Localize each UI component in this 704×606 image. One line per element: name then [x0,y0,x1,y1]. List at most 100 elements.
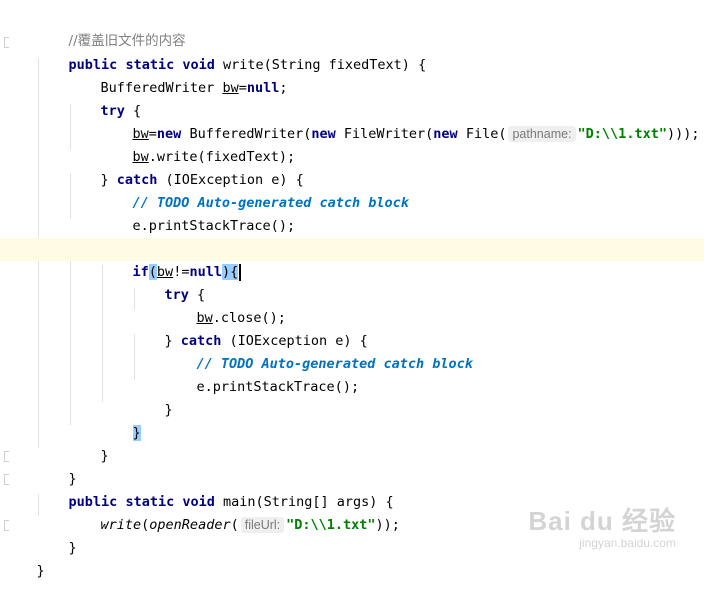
method-signature: write(String fixedText) { [214,57,427,73]
operator: != [173,264,190,280]
keyword: catch [180,333,222,349]
todo-comment: // TODO Auto-generated catch block [196,356,473,372]
current-line[interactable]: if(bw!=null){ [0,238,704,281]
fold-marker-main-end[interactable] [4,520,9,531]
code-line: try { [132,261,704,303]
indent-guide [70,173,71,219]
code-line: } [36,445,704,487]
code-line: e.printStackTrace(); [100,192,704,234]
matched-paren: ) [221,264,231,280]
code-line: } [100,399,704,441]
punctuation: } [36,563,45,579]
keyword: void [182,57,215,73]
method-call: openReader [149,517,231,533]
indent-guide [134,288,135,310]
method-call: write [100,517,142,533]
code-line: } [36,514,704,556]
operator: = [238,80,247,96]
punctuation: } [68,540,77,556]
code-line: // TODO Auto-generated catch block [164,330,704,372]
keyword: null [189,264,222,280]
punctuation: { [188,287,206,303]
code-line: bw.write(fixedText); [100,123,704,165]
code-line: } catch (IOException e) { [132,307,704,349]
code-line: //覆盖旧文件的内容 [36,7,704,49]
string-literal: "D:\\1.txt" [577,126,667,142]
string-literal: "D:\\1.txt" [286,517,376,533]
method-call: .write(fixedText); [148,149,296,165]
punctuation: ( [230,517,239,533]
constructor: BufferedWriter( [181,126,312,142]
variable-bw: bw [156,264,174,280]
comment: //覆盖旧文件的内容 [68,33,186,49]
keyword: try [100,103,125,119]
variable-bw: bw [132,149,149,165]
code-line: public static void main(String[] args) { [36,468,704,510]
code-line: } [132,376,704,418]
variable-bw: bw [132,126,149,142]
code-line: BufferedWriter bw=null; [68,54,704,96]
code-line: public static void write(String fixedTex… [36,31,704,73]
todo-comment: // TODO Auto-generated catch block [132,195,409,211]
punctuation: ))); [666,126,700,142]
punctuation: )); [375,517,400,533]
method-call: e.printStackTrace(); [132,218,296,234]
code-line: // TODO Auto-generated catch block [100,169,704,211]
catch-args: (IOException e) { [221,333,368,349]
keyword: new [311,126,336,142]
constructor: File( [457,126,507,142]
indent-guide [38,494,39,516]
punctuation: } [68,471,77,487]
keyword: try [164,287,189,303]
code-line: }finally{ [68,215,704,257]
text-caret [239,263,242,281]
watermark-logo: Bai du 经验 [528,506,676,536]
method-call: e.printStackTrace(); [196,379,360,395]
fold-marker-write[interactable] [4,37,9,48]
punctuation: ; [279,80,288,96]
indent-guide [102,265,103,402]
punctuation: } [164,402,173,418]
keyword: new [433,126,458,142]
indent-guide [70,104,71,150]
punctuation: } [164,333,181,349]
keyword: public [68,494,118,510]
punctuation: } [100,448,109,464]
parameter-hint: pathname: [508,126,576,142]
code-line: try { [68,77,704,119]
code-line: } [68,422,704,464]
indent-guide [134,334,135,380]
keyword: new [156,126,182,142]
matched-brace: { [230,264,239,280]
code-line: bw.close(); [164,284,704,326]
method-call: .close(); [212,310,286,326]
keyword: static [125,494,175,510]
baidu-watermark: Bai du 经验 jingyan.baidu.com [528,501,676,550]
constructor: FileWriter( [335,126,434,142]
punctuation: ( [141,517,150,533]
catch-args: (IOException e) { [157,172,304,188]
keyword: void [182,494,215,510]
type-name: BufferedWriter [100,80,223,96]
indent-guide [70,242,71,425]
keyword: public [68,57,118,73]
punctuation: } [100,172,117,188]
variable-bw: bw [196,310,213,326]
punctuation: { [124,103,142,119]
operator: = [148,126,157,142]
parameter-hint: fileUrl: [240,517,285,533]
method-signature: main(String[] args) { [214,494,394,510]
keyword: null [246,80,280,96]
matched-brace: } [132,425,141,441]
code-line: e.printStackTrace(); [164,353,704,395]
matched-paren: ( [148,264,157,280]
watermark-url: jingyan.baidu.com [579,536,676,550]
code-line: } catch (IOException e) { [68,146,704,188]
variable-bw: bw [222,80,239,96]
fold-marker-write-end[interactable] [4,451,9,462]
keyword: if [132,264,149,280]
fold-marker-main[interactable] [4,474,9,485]
code-line: bw=new BufferedWriter(new FileWriter(new… [100,100,704,142]
keyword: catch [116,172,158,188]
code-line: write(openReader(fileUrl:"D:\\1.txt")); [68,491,704,533]
